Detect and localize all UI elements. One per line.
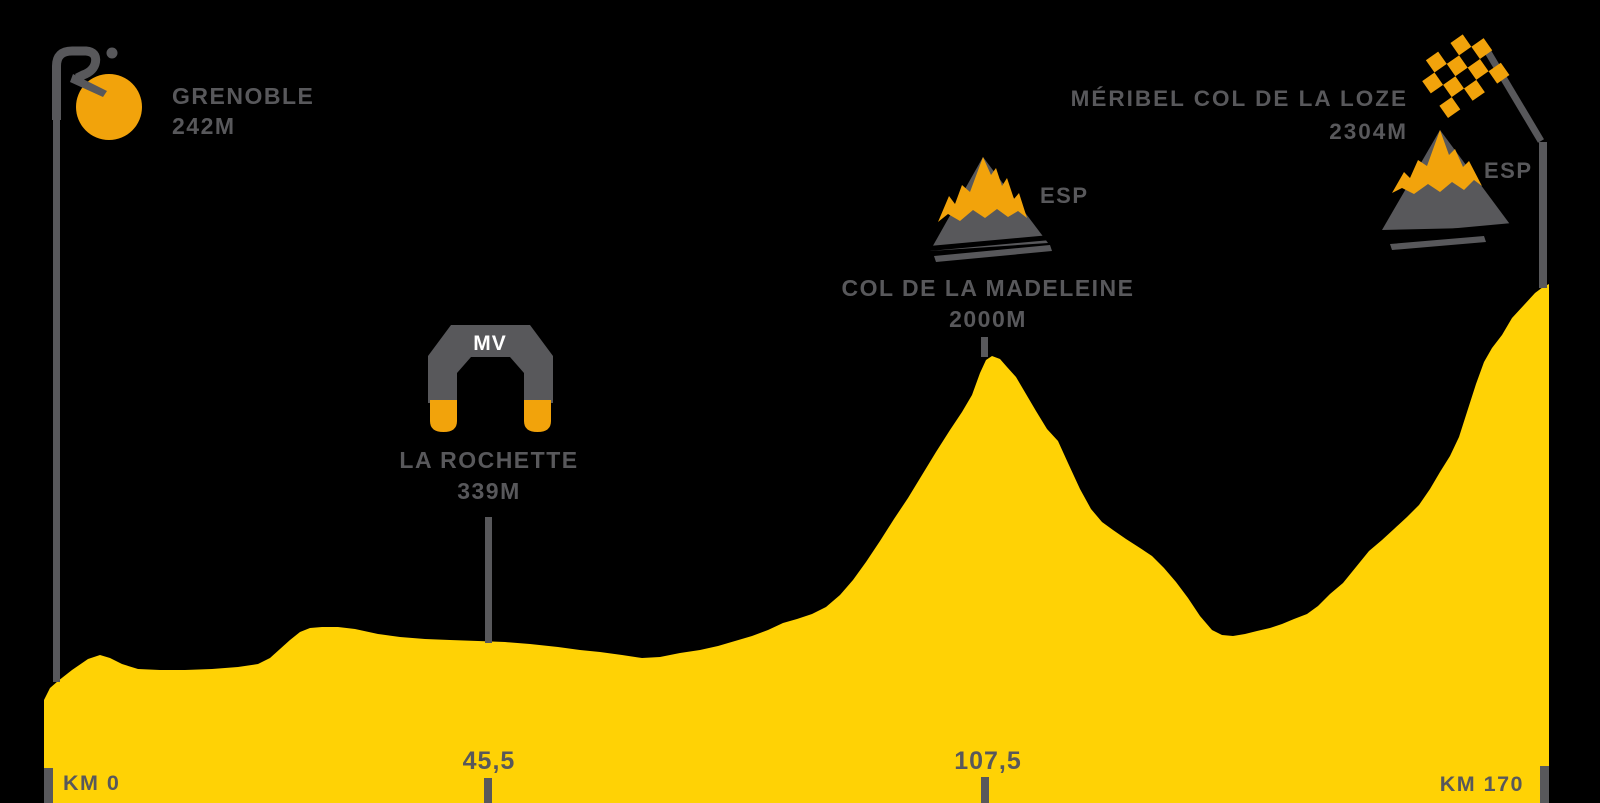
sprint-arch-icon: MV [428, 325, 553, 432]
distance-axis: KM 0 45,5 107,5 KM 170 [44, 747, 1549, 803]
mountain-icon-madeleine [923, 157, 1057, 262]
sprint-arch-frame [428, 325, 553, 403]
cyclist-logo-arm [70, 74, 107, 97]
axis-tick-start [44, 768, 53, 803]
madeleine-marker-group: ESP COL DE LA MADELEINE 2000M [841, 157, 1134, 357]
mountain-madeleine-base [934, 245, 1052, 262]
start-marker-group: GRENOBLE 242M [52, 46, 314, 682]
axis-label-45-5: 45,5 [463, 747, 516, 775]
finish-marker-group: MÉRIBEL COL DE LA LOZE 2304M ES [1071, 34, 1547, 288]
finish-flag-icon [1422, 34, 1545, 143]
start-line [53, 60, 60, 682]
madeleine-elevation-label: 2000M [949, 306, 1027, 332]
mountain-loze-orange [1392, 130, 1482, 194]
axis-tick-107-5 [981, 777, 989, 803]
finish-town-label: MÉRIBEL COL DE LA LOZE [1071, 86, 1408, 111]
finish-line [1539, 142, 1547, 288]
madeleine-category-badge: ESP [1040, 183, 1089, 208]
axis-tick-finish [1540, 766, 1549, 803]
mountain-loze-base [1390, 236, 1486, 250]
sprint-arch-foot-left [430, 400, 457, 432]
cyclist-logo-dot [106, 47, 118, 59]
sprint-elevation-label: 339M [457, 478, 521, 504]
mountain-madeleine-cut [923, 234, 1057, 252]
sprint-pointer-line [485, 517, 492, 643]
cyclist-logo-body [52, 46, 101, 120]
axis-label-107-5: 107,5 [954, 747, 1022, 775]
sprint-name-label: LA ROCHETTE [399, 447, 578, 473]
madeleine-name-label: COL DE LA MADELEINE [841, 275, 1134, 301]
finish-elevation-label: 2304M [1329, 119, 1408, 144]
axis-tick-45-5 [484, 778, 492, 803]
mountain-icon-loze [1375, 130, 1519, 250]
mountain-loze-cut [1375, 222, 1519, 241]
sprint-marker-group: MV LA ROCHETTE 339M [399, 325, 578, 643]
finish-flag-pole [1478, 40, 1545, 143]
madeleine-pointer-line [981, 337, 988, 357]
finish-flag-checkers [1422, 34, 1510, 118]
elevation-profile-area [44, 284, 1549, 803]
loze-category-badge: ESP [1484, 158, 1533, 183]
start-elevation-label: 242M [172, 113, 236, 139]
sprint-arch-foot-right [524, 400, 551, 432]
start-town-label: GRENOBLE [172, 83, 314, 109]
axis-label-km170: KM 170 [1440, 772, 1524, 796]
sprint-arch-text: MV [473, 332, 507, 355]
axis-label-km0: KM 0 [63, 771, 120, 795]
cyclist-logo-icon [52, 46, 142, 140]
mountain-madeleine-orange [938, 157, 1027, 222]
